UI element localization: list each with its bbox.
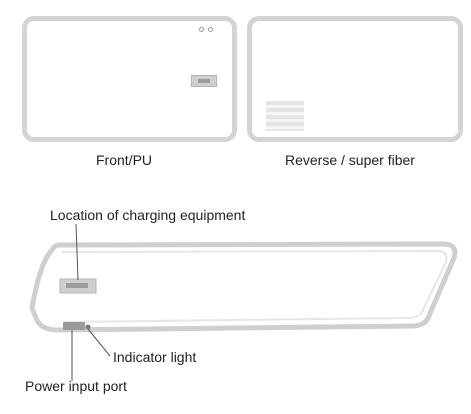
side-pad-inner-edge: [61, 249, 448, 323]
callout-charging-location: Location of charging equipment: [50, 207, 246, 223]
side-logo-mark: [66, 283, 88, 288]
charging-port: [63, 322, 85, 330]
reverse-pad-view: [247, 16, 463, 142]
front-dot-left: [199, 27, 204, 32]
front-dot-right: [208, 27, 213, 32]
indicator-light: [85, 324, 91, 330]
callout-power-port: Power input port: [25, 378, 127, 394]
front-logo-badge: [191, 75, 217, 87]
callout-indicator-light: Indicator light: [113, 349, 197, 365]
front-pad-view: [22, 16, 237, 142]
front-caption: Front/PU: [96, 152, 153, 168]
leader-location: [75, 223, 79, 281]
side-pad-outline: [29, 241, 458, 333]
reverse-caption: Reverse / super fiber: [285, 152, 415, 168]
reverse-label-block: [266, 101, 304, 131]
leader-indicator: [87, 328, 111, 357]
